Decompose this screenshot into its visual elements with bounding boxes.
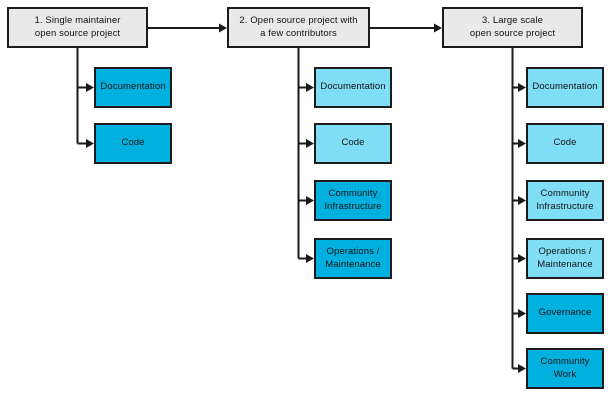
arrowhead-icon [306, 139, 314, 148]
arrowhead-icon [306, 254, 314, 263]
task-box-stage2-code: Code [314, 123, 392, 164]
stage-header-3: 3. Large scale open source project [442, 7, 583, 48]
task-box-stage2-operations-maintenance: Operations / Maintenance [314, 238, 392, 279]
task-box-stage3-community-infrastructure: Community Infrastructure [526, 180, 604, 221]
task-box-stage3-documentation: Documentation [526, 67, 604, 108]
arrowhead-icon [219, 23, 227, 33]
arrowhead-icon [518, 254, 526, 263]
task-box-stage2-documentation: Documentation [314, 67, 392, 108]
task-box-stage1-code: Code [94, 123, 172, 164]
arrowhead-icon [306, 196, 314, 205]
arrowhead-icon [86, 83, 94, 92]
arrowhead-icon [518, 139, 526, 148]
arrowhead-icon [518, 364, 526, 373]
arrowhead-icon [434, 23, 442, 33]
arrowhead-icon [518, 83, 526, 92]
arrowhead-icon [86, 139, 94, 148]
stage-header-2: 2. Open source project with a few contri… [227, 7, 370, 48]
stage-header-1: 1. Single maintainer open source project [7, 7, 148, 48]
task-box-stage2-community-infrastructure: Community Infrastructure [314, 180, 392, 221]
task-box-stage3-community-work: Community Work [526, 348, 604, 389]
arrowhead-icon [518, 309, 526, 318]
arrowhead-icon [518, 196, 526, 205]
task-box-stage3-operations-maintenance: Operations / Maintenance [526, 238, 604, 279]
task-box-stage3-code: Code [526, 123, 604, 164]
task-box-stage3-governance: Governance [526, 293, 604, 334]
task-box-stage1-documentation: Documentation [94, 67, 172, 108]
arrowhead-icon [306, 83, 314, 92]
